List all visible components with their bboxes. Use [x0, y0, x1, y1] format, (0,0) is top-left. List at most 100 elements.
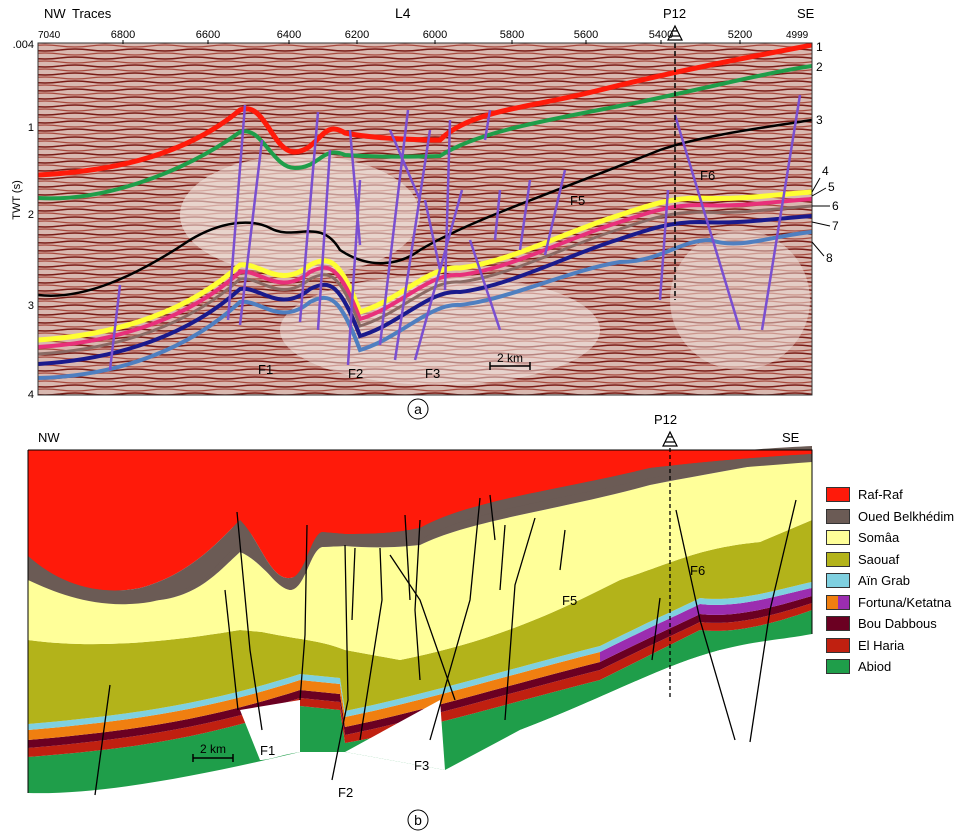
fault-lines [108, 94, 802, 371]
trace-tick: 5400 [649, 29, 673, 41]
fault-label: F3 [425, 366, 440, 381]
legend-label: Raf-Raf [858, 487, 903, 503]
trace-tick: 5200 [728, 29, 752, 41]
legend-swatch [826, 637, 850, 653]
layer-fortuna-ketatna [28, 652, 600, 740]
left-corner-label: NW [44, 6, 66, 21]
fault-label: F6 [700, 168, 715, 183]
legend-swatch [826, 573, 850, 589]
fault-label: F1 [258, 362, 273, 377]
panel-b-label: b [407, 809, 429, 831]
legend-item-somaa: Somâa [826, 527, 960, 549]
scale-bar-label: 2 km [200, 742, 226, 756]
legend-label: Saouaf [858, 551, 900, 567]
layer-somaa [28, 455, 812, 660]
fault-label: F5 [570, 193, 585, 208]
legend: Raf-Raf Oued Belkhédim Somâa Saouaf Aïn … [826, 484, 960, 678]
fault-label: F5 [562, 593, 577, 608]
scale-bar-label: 2 km [497, 351, 523, 365]
horizon-number: 7 [832, 219, 839, 233]
horizon-number: 2 [816, 60, 823, 74]
svg-text:b: b [414, 812, 422, 828]
line-name: L4 [395, 5, 411, 21]
legend-item-abiod: Abiod [826, 656, 960, 678]
well-label-b: P12 [654, 412, 677, 427]
svg-text:a: a [414, 401, 422, 417]
twt-axis: TWT (s) .004 1 2 3 4 [11, 39, 34, 401]
fault-label: F6 [690, 563, 705, 578]
left-corner-value: 7040 [38, 30, 61, 41]
horizon-6 [38, 204, 812, 356]
fault-label: F3 [414, 758, 429, 773]
horizon-3 [38, 118, 812, 297]
fault-labels-a: F1 F2 F3 F5 F6 [258, 168, 715, 381]
layer-saouaf [28, 520, 812, 724]
legend-item-fortuna-ketatna: Fortuna/Ketatna [826, 592, 960, 614]
right-corner-label-b: SE [782, 430, 800, 445]
y-tick: 3 [28, 300, 34, 312]
legend-swatch [826, 551, 850, 567]
legend-label: Oued Belkhédim [858, 508, 955, 524]
trace-tick: 5600 [574, 29, 598, 41]
geological-cross-section [27, 446, 813, 800]
trace-tick: 6800 [111, 29, 135, 41]
legend-item-saouaf: Saouaf [826, 549, 960, 571]
y-tick: 1 [28, 122, 34, 134]
legend-label: Bou Dabbous [858, 616, 937, 632]
right-corner-value: 4999 [786, 30, 809, 41]
trace-axis: NW 7040 Traces SE 4999 L4 P12 6800 6600 … [38, 5, 815, 44]
legend-item-raf-raf: Raf-Raf [826, 484, 960, 506]
well-icon-b [662, 430, 678, 447]
legend-label: Fortuna/Ketatna [858, 594, 952, 610]
trace-tick: 6200 [345, 29, 369, 41]
trace-tick: 6000 [423, 29, 447, 41]
y-tick: 2 [28, 209, 34, 221]
horizon-number: 3 [816, 113, 823, 127]
legend-swatch [826, 530, 850, 546]
horizon-labels: 1 2 3 4 5 6 7 8 [811, 40, 839, 265]
legend-item-el-haria: El Haria [826, 635, 960, 657]
legend-swatch [826, 616, 850, 632]
horizon-7 [38, 214, 812, 366]
legend-item-oued-belkhedim: Oued Belkhédim [826, 506, 960, 528]
fault-lines-b [94, 494, 797, 796]
horizon-number: 8 [826, 251, 833, 265]
horizon-2 [38, 64, 812, 201]
layer-abiod [28, 610, 812, 794]
fault-label: F2 [338, 785, 353, 800]
y-tick: .004 [13, 39, 34, 51]
panel-a-label: a [407, 398, 429, 420]
legend-item-ain-grab: Aïn Grab [826, 570, 960, 592]
well-label-a: P12 [663, 6, 686, 21]
trace-tick: 5800 [500, 29, 524, 41]
legend-swatch [826, 508, 850, 524]
horizon-number: 6 [832, 199, 839, 213]
scale-bar-b: 2 km [192, 742, 234, 762]
horizon-4 [38, 189, 812, 343]
legend-label: Abiod [858, 659, 892, 675]
well-icon-a [667, 24, 683, 41]
basement-blank [448, 634, 812, 800]
trace-tick: 6600 [196, 29, 220, 41]
scale-bar-a: 2 km [489, 351, 531, 370]
fault-label: F2 [348, 366, 363, 381]
legend-swatch [826, 594, 850, 610]
seismic-panel [37, 42, 813, 396]
trace-tick: 6400 [277, 29, 301, 41]
horizon-number: 4 [822, 164, 829, 178]
y-axis-label: TWT (s) [11, 180, 23, 220]
right-corner-label: SE [797, 6, 815, 21]
legend-item-bou-dabbous: Bou Dabbous [826, 613, 960, 635]
legend-swatch [826, 659, 850, 675]
layer-oued-belkhedim [28, 450, 812, 601]
seismic-frame [37, 42, 813, 396]
horizon-5 [38, 197, 812, 349]
horizon-number: 1 [816, 40, 823, 54]
y-tick: 4 [28, 389, 34, 401]
legend-swatch [826, 487, 850, 503]
horizon-number: 5 [828, 180, 835, 194]
fault-label: F1 [260, 743, 275, 758]
legend-label: El Haria [858, 637, 905, 653]
left-corner-label-b: NW [38, 430, 60, 445]
